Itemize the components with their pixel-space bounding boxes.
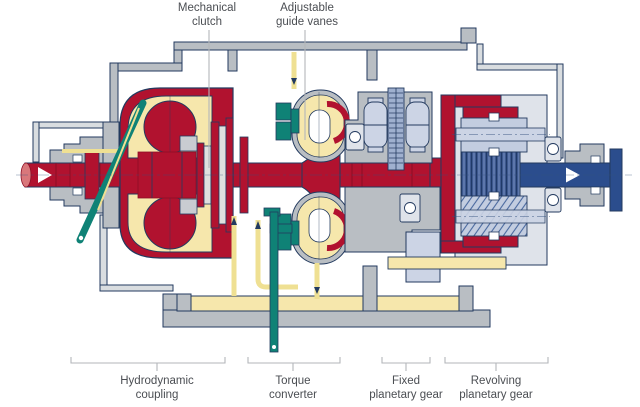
callout-line: Revolving [470,375,522,387]
callout-line: planetary gear [369,389,443,401]
output-shaft-arrow-right-icon [566,167,580,183]
callout-torque-converter: Torque converter [269,374,317,402]
oil-channel-strip [387,256,507,270]
oil-pipes [231,52,320,353]
oil-return-arrow-up-1-icon [231,217,237,225]
callout-line: converter [269,389,317,401]
gear-mesh-gaps [488,112,500,241]
callout-revolving-planetary-gear: Revolving planetary gear [459,374,533,402]
roller-bearing-left [363,97,388,153]
fixed-gear-mesh [387,87,405,171]
callout-line: coupling [135,389,179,401]
casing-top-notch [460,27,477,44]
guide-vane-control-pipe [269,211,279,353]
callout-line: clutch [191,16,223,28]
bracket-fixed-planetary-gear [381,357,431,371]
planet-carrier [440,94,519,254]
casing-partition-wall-1 [227,49,238,72]
output-shaft-assembly [519,143,623,212]
input-shaft-arrow-right-icon [38,167,52,183]
mechanical-clutch-pack [196,117,234,233]
revolving-planetary-gear-section [387,94,562,270]
callout-fixed-planetary-gear: Fixed planetary gear [369,374,443,402]
callout-line: Fixed [391,375,421,387]
journal-bearings [345,123,421,223]
hydrodynamic-coupling-section [62,87,234,259]
callout-hydrodynamic-coupling: Hydrodynamic coupling [120,374,194,402]
output-bearings [544,136,562,213]
callout-line: Torque [275,375,311,387]
bracket-torque-converter [247,357,341,371]
bracket-revolving-planetary-gear [444,357,549,371]
oil-return-arrow-up-2-icon [255,221,261,229]
callout-line: Hydrodynamic [120,375,194,387]
callout-lines [70,30,549,371]
callout-adjustable-guide-vanes: Adjustable guide vanes [276,1,338,29]
sun-gear [460,151,521,197]
callout-line: planetary gear [459,389,533,401]
base-slab [162,309,491,328]
callout-mechanical-clutch: Mechanical clutch [178,1,236,29]
bracket-hydrodynamic-coupling [70,357,226,371]
casing-top-beam [173,41,468,51]
callout-line: Adjustable [280,2,334,14]
oil-drain-arrow-down-icon [314,287,320,294]
outer-casing [32,27,564,292]
callout-line: guide vanes [275,16,339,28]
base-and-oil-sump [162,265,491,328]
callout-line: Mechanical [177,2,237,14]
roller-bearing-right [405,97,430,153]
casing-partition-wall-2 [366,49,378,81]
oil-feed-arrow-down-icon [291,78,297,85]
converter-turbine-blade-top [326,100,350,144]
output-flange [609,148,623,212]
oil-return-pipe-2 [255,220,298,290]
input-shaft-end-face [20,162,32,188]
oil-sump-right [376,295,460,312]
